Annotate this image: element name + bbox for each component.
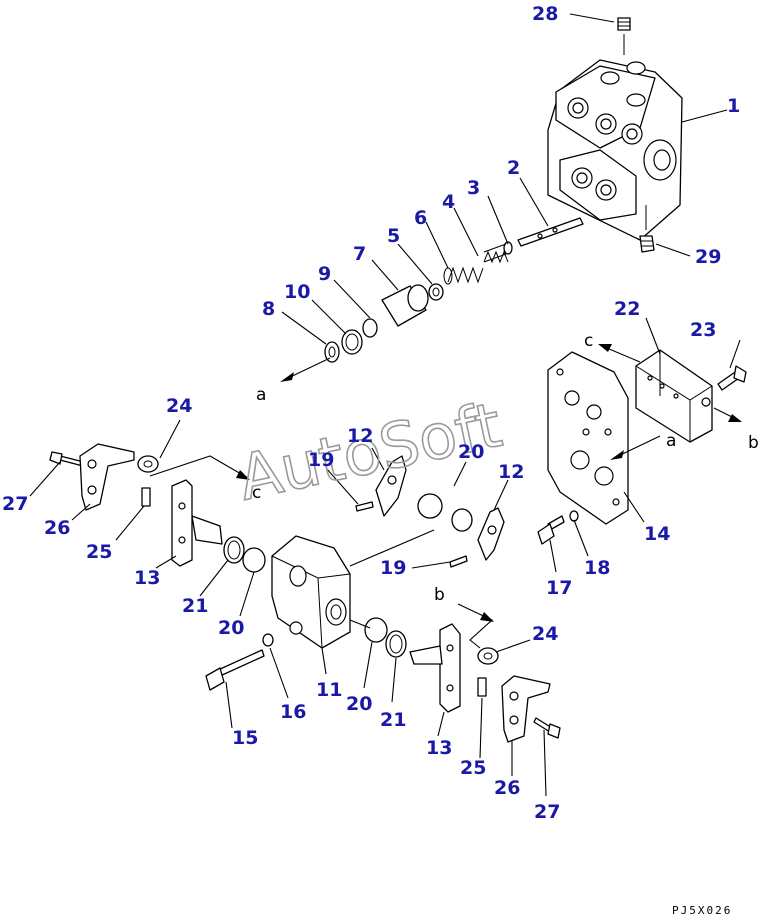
pin-part-19-lower (449, 555, 468, 568)
callout-4: 4 (442, 191, 455, 213)
roller-part-24-upper (137, 455, 159, 473)
flow-label-c-left: c (252, 483, 261, 503)
callout-21-lower: 21 (380, 709, 406, 731)
callout-19-lower: 19 (380, 557, 406, 579)
spring-part-4 (483, 243, 509, 264)
flow-label-c-upper: c (584, 331, 593, 351)
callout-14: 14 (644, 523, 670, 545)
flow-letters: a c a b c b (252, 331, 759, 605)
callout-21-upper: 21 (182, 595, 208, 617)
callout-26-lower: 26 (494, 777, 520, 799)
callout-23: 23 (690, 319, 716, 341)
callout-6: 6 (414, 207, 427, 229)
lever-plate-part-26-lower (501, 675, 551, 743)
lever-part-13-lower (409, 623, 461, 713)
pin-part-19-upper (355, 501, 374, 512)
plate-part-14 (547, 351, 629, 525)
seat-part-5 (428, 283, 444, 301)
callout-12-lower: 12 (498, 461, 524, 483)
flow-arrows (149, 344, 742, 649)
callout-8: 8 (262, 298, 275, 320)
callout-25-lower: 25 (460, 757, 486, 779)
callout-20-lower: 20 (346, 693, 372, 715)
callout-10: 10 (284, 281, 310, 303)
callout-28: 28 (532, 3, 558, 25)
retainer-part-3 (503, 241, 513, 255)
valve-body-part-1 (547, 34, 683, 241)
spool-part-2 (517, 217, 584, 247)
callout-3: 3 (467, 177, 480, 199)
callout-19-upper: 19 (308, 449, 334, 471)
cam-part-12-upper (375, 455, 407, 517)
callout-27-upper: 27 (2, 493, 28, 515)
callout-11: 11 (316, 679, 342, 701)
screw-part-27-lower (533, 717, 561, 739)
washer-part-18 (569, 510, 579, 522)
callout-15: 15 (232, 727, 258, 749)
callout-12-upper: 12 (347, 425, 373, 447)
callout-20-middle: 20 (218, 617, 244, 639)
cam-part-12-lower (477, 507, 505, 561)
piston-part-7 (381, 284, 429, 327)
callout-24-upper: 24 (166, 395, 192, 417)
callout-1: 1 (727, 95, 740, 117)
callout-7: 7 (353, 243, 366, 265)
washer-part-16 (262, 633, 274, 647)
o-ring-part-9 (362, 318, 378, 338)
lever-plate-part-26-upper (79, 443, 135, 511)
leader-lines (29, 13, 741, 797)
roller-part-24-lower (477, 647, 499, 665)
bolt-part-23 (717, 365, 747, 391)
flow-label-b-right: b (748, 433, 759, 453)
housing-part-11 (271, 535, 351, 649)
callout-27-lower: 27 (534, 801, 560, 823)
lever-part-13-upper (171, 479, 223, 567)
callout-18: 18 (584, 557, 610, 579)
drawing-code: PJ5X026 (672, 904, 732, 917)
callout-25-upper: 25 (86, 541, 112, 563)
flow-label-a-left: a (256, 385, 266, 405)
callout-17: 17 (546, 577, 572, 599)
seal-part-21-upper (223, 536, 245, 564)
flow-label-a-right: a (666, 431, 676, 451)
callout-5: 5 (387, 225, 400, 247)
plug-part-29 (639, 235, 655, 253)
callout-22: 22 (614, 298, 640, 320)
spring-part-6 (443, 266, 484, 285)
pin-part-25-lower (477, 677, 487, 697)
seal-part-21-lower (385, 630, 407, 658)
callout-24-lower: 24 (532, 623, 558, 645)
screw-part-27-upper (49, 451, 85, 467)
callout-numbers: 28 1 2 3 4 6 5 7 9 10 8 29 22 23 24 12 2… (2, 3, 740, 823)
bushing-part-20-lower (364, 617, 388, 643)
callout-16: 16 (280, 701, 306, 723)
callout-13-lower: 13 (426, 737, 452, 759)
callout-2: 2 (507, 157, 520, 179)
plug-part-28 (617, 17, 631, 31)
callout-26-upper: 26 (44, 517, 70, 539)
bushing-part-20-upper (242, 547, 266, 573)
callout-20-upper: 20 (458, 441, 484, 463)
bolt-part-15 (205, 649, 265, 691)
bolt-part-17 (537, 515, 565, 545)
bushing-part-20-upper-middle (417, 493, 473, 532)
ring-part-10 (341, 329, 363, 355)
nut-part-8 (324, 341, 340, 363)
callout-9: 9 (318, 263, 331, 285)
flow-label-b-lower: b (434, 585, 445, 605)
callout-13-upper: 13 (134, 567, 160, 589)
block-part-22 (635, 349, 713, 443)
callout-29: 29 (695, 246, 721, 268)
pin-part-25-upper (141, 487, 151, 507)
